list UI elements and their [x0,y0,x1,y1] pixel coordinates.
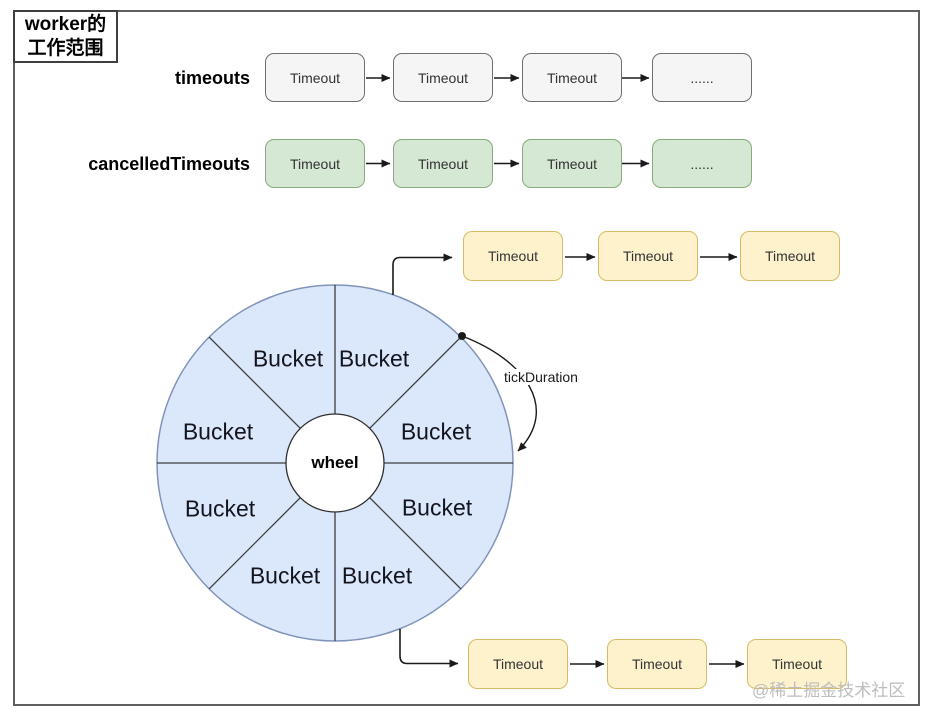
timeouts-node-2: Timeout [393,53,493,102]
bottom-chain-node-2: Timeout [607,639,707,689]
legend-line-2: 工作范围 [27,37,104,59]
cancelled-node-3: Timeout [522,139,622,188]
top-chain-node-3: Timeout [740,231,840,281]
bucket-label-top-left: Bucket [252,345,324,372]
worker-scope-legend: worker的 工作范围 [13,10,118,63]
cancelled-node-1: Timeout [265,139,365,188]
legend-line-1: worker的 [24,13,107,35]
canvas-border [13,10,920,706]
cancelled-node-ellipsis: ...... [652,139,752,188]
timeouts-row-label: timeouts [174,68,250,88]
bucket-label-top-right: Bucket [338,345,410,372]
timeouts-node-1: Timeout [265,53,365,102]
bucket-label-bottom-right: Bucket [341,562,413,589]
tick-duration-label: tickDuration [502,369,580,385]
bottom-chain-node-3: Timeout [747,639,847,689]
bucket-label-left-upper: Bucket [182,418,254,445]
bucket-label-left-lower: Bucket [184,495,256,522]
timeouts-node-ellipsis: ...... [652,53,752,102]
wheel-hub-label: wheel [311,453,359,472]
bottom-chain-node-1: Timeout [468,639,568,689]
watermark-text: @稀土掘金技术社区 [752,681,906,700]
top-chain-node-2: Timeout [598,231,698,281]
bucket-label-right-upper: Bucket [400,418,472,445]
top-chain-node-1: Timeout [463,231,563,281]
cancelled-node-2: Timeout [393,139,493,188]
bucket-label-right-lower: Bucket [401,494,473,521]
cancelled-timeouts-row-label: cancelledTimeouts [88,154,250,174]
timeouts-node-3: Timeout [522,53,622,102]
bucket-label-bottom-left: Bucket [249,562,321,589]
